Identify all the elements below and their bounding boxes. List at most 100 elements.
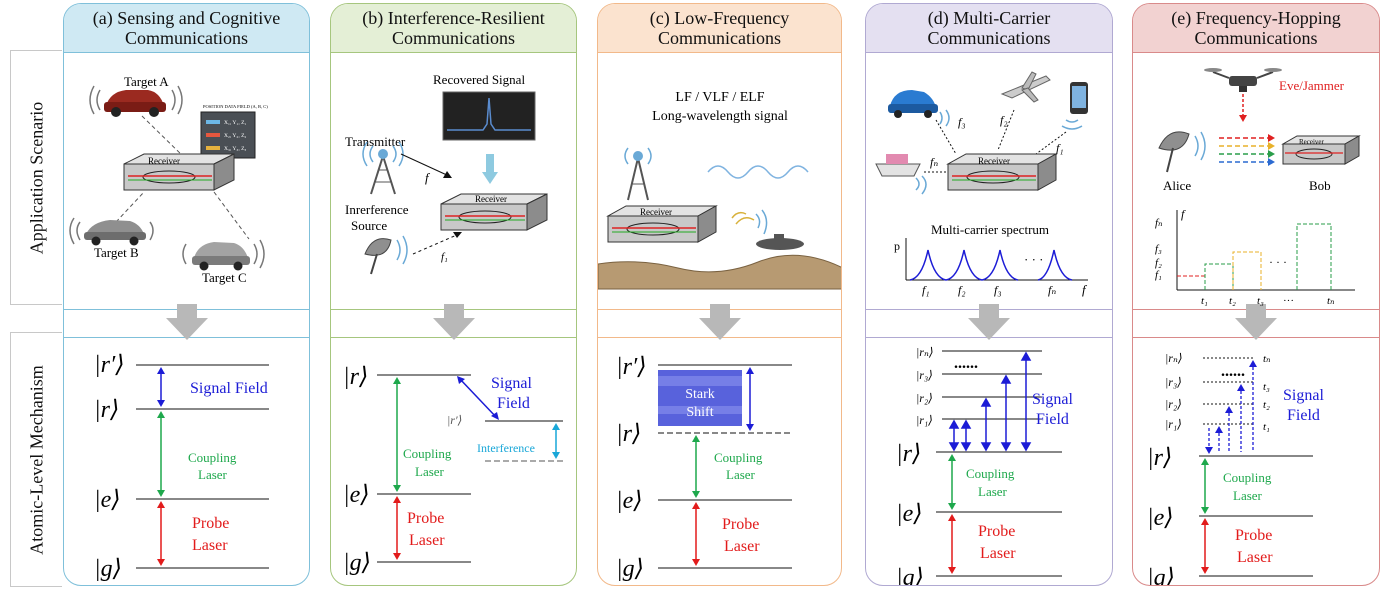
- panel-c-title: (c) Low-Frequency Communications: [598, 4, 841, 53]
- bob-label: Bob: [1309, 178, 1331, 193]
- tower-icon: [624, 147, 652, 201]
- panel-e-title: (e) Frequency-Hopping Communications: [1133, 4, 1379, 53]
- down-arrow-icon: [165, 304, 208, 340]
- interference-source-label-2: Source: [351, 218, 387, 233]
- level-t2: t₂: [1263, 399, 1270, 411]
- spectrum-tick-f3: f₃: [994, 283, 1002, 297]
- f2-label: f₂: [1000, 113, 1008, 127]
- position-display-icon: POSITION DATA FIELD (A, B, C) X₁, Y₁, Z₁…: [200, 104, 268, 159]
- panel-b-levels: |r⟩ |r′⟩ |e⟩ |g⟩ Signal Field Interferen…: [343, 364, 563, 576]
- level-r3: |r₃⟩: [916, 368, 933, 382]
- level-g: |g⟩: [896, 565, 924, 586]
- transmitter-label: Transmitter: [345, 134, 406, 149]
- panel-a-levels: |r′⟩ |r⟩ |e⟩ |g⟩ Signal Field Coupling L…: [94, 352, 269, 582]
- spectrum-plot: p f · · · f₁ f₂ f₃ fₙ: [894, 238, 1088, 297]
- car-icon: [182, 239, 265, 271]
- level-e: |e⟩: [343, 482, 370, 508]
- display-title: POSITION DATA FIELD (A, B, C): [203, 104, 268, 110]
- car-icon: [888, 90, 950, 127]
- receiver-icon: Receiver: [440, 193, 548, 231]
- down-arrow-icon: [432, 304, 475, 340]
- probe-label-1: Probe: [722, 516, 759, 533]
- hop-fn-label: fₙ: [1155, 217, 1163, 229]
- target-c-label: Target C: [202, 270, 247, 285]
- panel-a-title: (a) Sensing and Cognitive Communications: [64, 4, 309, 53]
- signal-label-1: Signal: [1283, 387, 1324, 404]
- display-coord-2: X₂, Y₂, Z₂: [224, 133, 246, 139]
- level-r: |r⟩: [1147, 445, 1172, 471]
- coupling-label-1: Coupling: [403, 446, 452, 461]
- hop-t3: t₃: [1257, 295, 1264, 307]
- level-dots: ......: [954, 355, 978, 372]
- receiver-label: Receiver: [475, 194, 507, 204]
- hopping-plot: f fₙ f₃ f₂ f₁ · · · t₁ t₂ t₃ ··· tₙ: [1155, 207, 1355, 307]
- probe-label-2: Laser: [724, 538, 760, 555]
- f3-label: f₃: [958, 115, 966, 129]
- level-r1: |r₁⟩: [916, 413, 933, 427]
- panel-b-scene: Recovered Signal Transmitter f Receiver …: [345, 72, 548, 275]
- receiver-icon: Receiver: [606, 205, 718, 243]
- level-r-prime: |r′⟩: [447, 413, 462, 427]
- side-label-mechanism: Atomic-Level Mechanism: [10, 332, 62, 587]
- display-coord-1: X₁, Y₁, Z₁: [224, 120, 246, 126]
- level-r3: |r₃⟩: [1165, 375, 1182, 389]
- lf-bands-label: LF / VLF / ELF: [675, 90, 764, 105]
- coupling-label-1: Coupling: [714, 450, 763, 465]
- satellite-dish-icon: [1158, 131, 1206, 173]
- down-arrow-icon: [698, 304, 741, 340]
- receiver-icon: Receiver: [123, 153, 235, 191]
- eve-jammer-label: Eve/Jammer: [1279, 78, 1345, 93]
- interference-label: Interference: [477, 441, 535, 455]
- f-label: f: [425, 170, 431, 185]
- coupling-label-1: Coupling: [188, 450, 237, 465]
- receiver-icon: Receiver: [946, 153, 1058, 191]
- f1-label: f₁: [1056, 141, 1064, 155]
- signal-label-1: Signal: [1032, 391, 1073, 408]
- level-r: |r⟩: [616, 421, 641, 447]
- down-arrow-icon: [968, 304, 1010, 340]
- signal-label-1: Signal: [491, 375, 532, 392]
- receiver-label: Receiver: [640, 207, 672, 217]
- receiver-label: Receiver: [978, 156, 1010, 166]
- hop-f3-label: f₃: [1155, 243, 1162, 255]
- car-icon: [89, 85, 183, 117]
- hop-f1-label: f₁: [1155, 269, 1162, 281]
- coupling-label-1: Coupling: [966, 466, 1015, 481]
- level-rn: |rₙ⟩: [916, 345, 934, 359]
- level-r-prime: |r′⟩: [616, 354, 647, 380]
- display-coord-3: X₃, Y₃, Z₃: [224, 146, 246, 152]
- panel-d: (d) Multi-Carrier Communications f₃ f₂: [865, 3, 1113, 586]
- recovered-signal-label: Recovered Signal: [433, 72, 525, 87]
- side-label-application: Application Scenario: [10, 50, 62, 305]
- level-g: |g⟩: [343, 550, 371, 576]
- level-r: |r⟩: [343, 364, 368, 390]
- level-r: |r⟩: [94, 397, 119, 423]
- long-wavelength-label: Long-wavelength signal: [652, 109, 788, 124]
- level-g: |g⟩: [1147, 565, 1175, 586]
- panel-d-title: (d) Multi-Carrier Communications: [866, 4, 1112, 53]
- level-r2: |r₂⟩: [1165, 397, 1182, 411]
- car-icon: [69, 217, 154, 246]
- probe-label-1: Probe: [978, 523, 1015, 540]
- probe-label-2: Laser: [980, 545, 1016, 562]
- ship-icon: [875, 154, 927, 195]
- panel-c-levels: |r′⟩ |r⟩ |e⟩ |g⟩ Stark Shift Coupling La…: [616, 354, 792, 582]
- stark-label-1: Stark: [685, 387, 715, 402]
- receiver-label: Receiver: [1299, 138, 1325, 146]
- level-rn: |rₙ⟩: [1165, 351, 1183, 365]
- spectrum-dots: · · ·: [1024, 252, 1044, 267]
- panel-a-scene: Target A POSITION DATA FIELD (A, B, C) X…: [69, 74, 268, 285]
- receiver-label: Receiver: [148, 156, 180, 166]
- coupling-label-2: Laser: [978, 484, 1008, 499]
- probe-label-1: Probe: [192, 515, 229, 532]
- drone-icon: [1204, 68, 1282, 92]
- level-e: |e⟩: [896, 501, 923, 527]
- hop-f2-label: f₂: [1155, 257, 1162, 269]
- satellite-dish-icon: [364, 235, 408, 275]
- level-g: |g⟩: [94, 556, 122, 582]
- coupling-label-2: Laser: [415, 464, 445, 479]
- probe-label-1: Probe: [407, 510, 444, 527]
- panel-b-title: (b) Interference-Resilient Communication…: [331, 4, 576, 53]
- target-a-label: Target A: [124, 74, 169, 89]
- tower-icon: [362, 141, 404, 195]
